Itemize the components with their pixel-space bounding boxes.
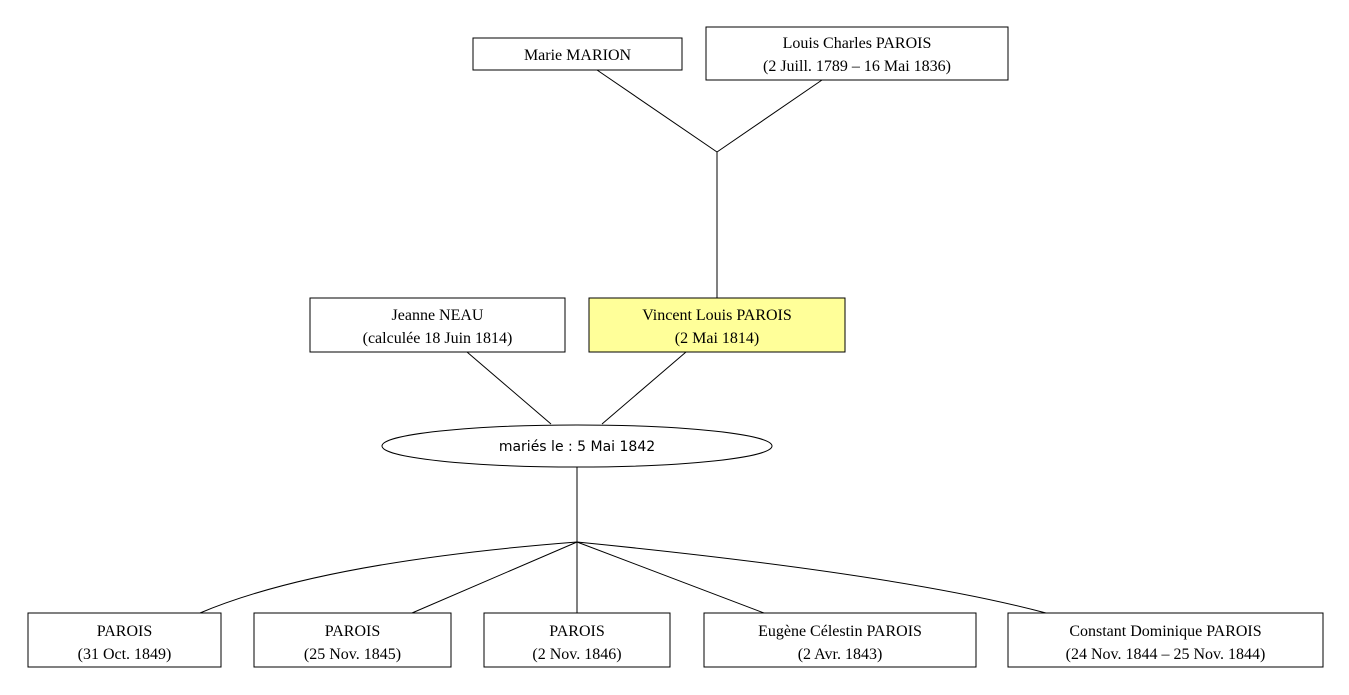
person-box-child-1[interactable]: PAROIS (31 Oct. 1849) — [27, 612, 222, 668]
person-name: Jeanne NEAU — [392, 307, 484, 324]
person-box-child-4[interactable]: Eugène Célestin PAROIS (2 Avr. 1843) — [703, 612, 977, 668]
connector-child-2 — [411, 541, 578, 614]
person-name: Vincent Louis PAROIS — [642, 307, 792, 324]
person-box-child-3[interactable]: PAROIS (2 Nov. 1846) — [483, 612, 671, 668]
person-dates: (24 Nov. 1844 – 25 Nov. 1844) — [1066, 646, 1266, 663]
connector-vincent-louis-parois — [601, 351, 687, 425]
marriage-node[interactable]: mariés le : 5 Mai 1842 — [381, 424, 773, 468]
person-dates: (25 Nov. 1845) — [304, 646, 401, 663]
person-dates: (calculée 18 Juin 1814) — [363, 330, 513, 347]
person-box-child-2[interactable]: PAROIS (25 Nov. 1845) — [253, 612, 452, 668]
connector-child-1 — [199, 541, 578, 614]
person-name: PAROIS — [549, 623, 604, 640]
connector-louis-charles-parois — [716, 79, 823, 153]
connector-child-4 — [576, 541, 765, 614]
person-box-jeanne-neau[interactable]: Jeanne NEAU (calculée 18 Juin 1814) — [309, 297, 566, 353]
person-name: Constant Dominique PAROIS — [1069, 623, 1261, 640]
person-dates: (2 Mai 1814) — [675, 330, 759, 347]
connector-child-5 — [576, 541, 1047, 614]
person-dates: (2 Nov. 1846) — [532, 646, 621, 663]
person-name: Louis Charles PAROIS — [783, 35, 932, 52]
person-box-louis-charles-parois[interactable]: Louis Charles PAROIS (2 Juill. 1789 – 16… — [705, 26, 1009, 81]
person-name: Marie MARION — [524, 47, 632, 64]
connectors — [199, 69, 1047, 614]
person-name: Eugène Célestin PAROIS — [758, 623, 922, 640]
person-box-child-5[interactable]: Constant Dominique PAROIS (24 Nov. 1844 … — [1007, 612, 1324, 668]
marriage-label: mariés le : 5 Mai 1842 — [499, 439, 655, 455]
person-dates: (2 Juill. 1789 – 16 Mai 1836) — [763, 58, 951, 75]
person-name: PAROIS — [325, 623, 380, 640]
person-dates: (2 Avr. 1843) — [798, 646, 883, 663]
person-name: PAROIS — [97, 623, 152, 640]
person-box-marie-marion[interactable]: Marie MARION — [472, 37, 683, 71]
person-dates: (31 Oct. 1849) — [78, 646, 172, 663]
person-box-vincent-louis-parois-highlighted[interactable]: Vincent Louis PAROIS (2 Mai 1814) — [588, 297, 846, 353]
connector-jeanne-neau — [466, 351, 552, 425]
connector-marie-marion — [596, 69, 718, 153]
